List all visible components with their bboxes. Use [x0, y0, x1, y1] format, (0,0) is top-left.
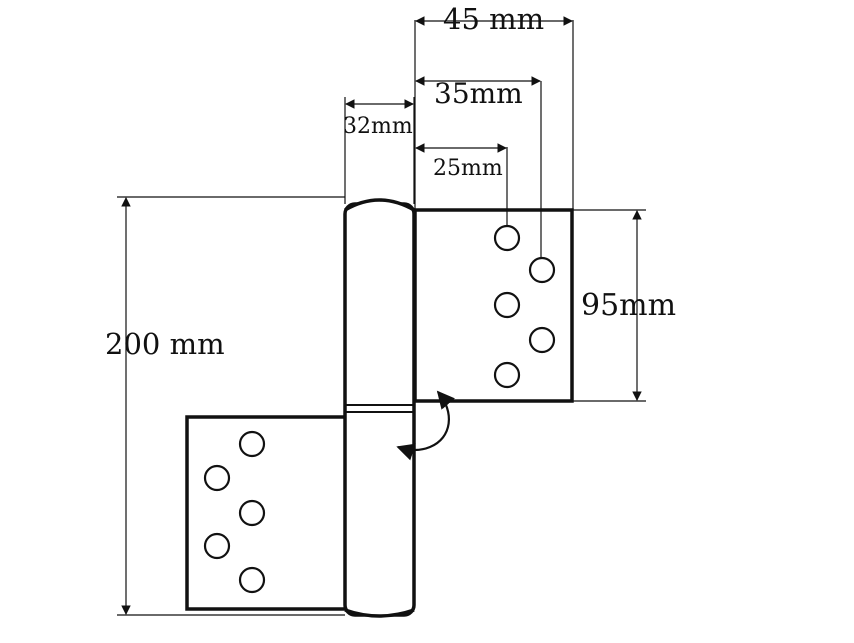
barrel-top-cap	[344, 198, 415, 212]
dimension-label-45: 45 mm	[443, 2, 544, 36]
dimension-label-25: 25mm	[433, 156, 503, 181]
dimension-label-200: 200 mm	[105, 327, 225, 361]
lower-hole	[203, 532, 231, 560]
upper-hinge-leaf	[413, 208, 574, 403]
upper-hole	[493, 224, 521, 252]
barrel-bottom-cap	[344, 608, 415, 618]
upper-hole	[528, 256, 556, 284]
lower-hole	[238, 430, 266, 458]
hinge-barrel	[343, 202, 416, 617]
upper-hole	[493, 361, 521, 389]
lower-hole	[238, 499, 266, 527]
lower-hole	[238, 566, 266, 594]
dimension-label-35: 35mm	[434, 77, 523, 110]
upper-hole	[493, 291, 521, 319]
lower-hole	[203, 464, 231, 492]
lower-hinge-leaf	[185, 415, 349, 611]
rotation-arrow	[396, 390, 455, 461]
dimension-label-32: 32mm	[343, 114, 413, 139]
upper-hole	[528, 326, 556, 354]
dimension-label-95: 95mm	[581, 288, 676, 323]
